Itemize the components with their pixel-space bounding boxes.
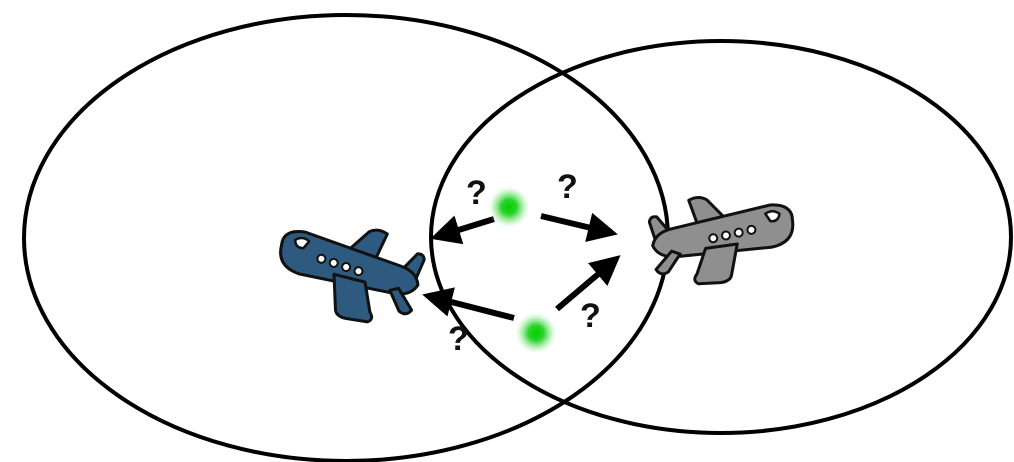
arrow-lower-to-left-plane: [422, 287, 515, 321]
right-airplane-icon: [647, 195, 795, 286]
left-airplane-icon: [279, 228, 426, 324]
arrow-lower-to-right-plane: [555, 255, 621, 312]
question-mark-lower-right: ?: [580, 297, 601, 335]
left-coverage-ellipse: [22, 13, 670, 462]
upper-green-signal-dot-icon: [487, 185, 531, 229]
question-mark-upper-left: ?: [466, 174, 487, 212]
arrow-upper-to-right-plane: [540, 212, 618, 242]
question-mark-upper-right: ?: [557, 168, 578, 206]
arrow-upper-to-left-plane: [430, 215, 495, 245]
lower-green-signal-dot-icon: [514, 311, 558, 355]
question-mark-lower-left: ?: [448, 320, 469, 358]
